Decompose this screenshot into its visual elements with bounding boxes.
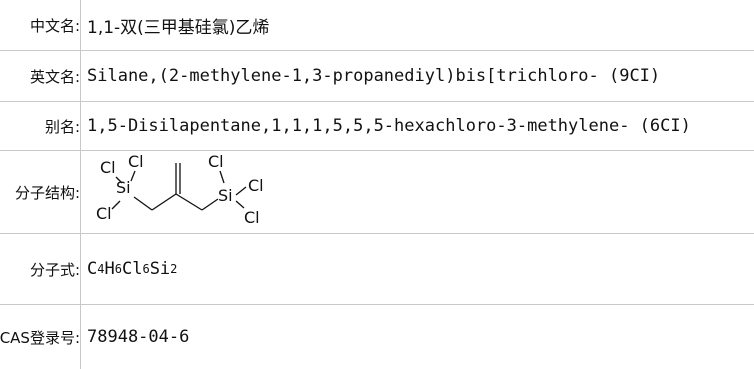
- chinese-name-label: 中文名:: [0, 0, 81, 50]
- structure-atom-cl-5: Cl: [248, 176, 264, 195]
- cas-number-label: CAS登录号:: [0, 305, 81, 369]
- structure-atom-cl-6: Cl: [244, 208, 260, 227]
- structure-atom-cl-2: Cl: [128, 153, 144, 171]
- english-name-label: 英文名:: [0, 51, 81, 101]
- alias-value: 1,5-Disilapentane,1,1,1,5,5,5-hexachloro…: [87, 116, 691, 136]
- chinese-name-value: 1,1-双(三甲基硅氯)乙烯: [87, 17, 270, 38]
- structure-image: Cl Cl Si Cl Cl Si Cl: [96, 153, 264, 227]
- structure-atom-cl-3: Cl: [96, 204, 112, 223]
- structure-atom-si-1: Si: [116, 178, 131, 197]
- structure-atom-cl-1: Cl: [100, 158, 116, 177]
- formula-count: 4: [97, 262, 105, 276]
- structure-atom-cl-4: Cl: [208, 153, 224, 171]
- structure-cell: Cl Cl Si Cl Cl Si Cl: [82, 151, 754, 233]
- formula-count: 2: [170, 262, 178, 276]
- formula-element: H: [104, 259, 115, 279]
- cas-number-value: 78948-04-6: [87, 327, 190, 347]
- row-cas-number: CAS登录号: 78948-04-6: [0, 305, 754, 369]
- row-alias: 别名: 1,5-Disilapentane,1,1,1,5,5,5-hexach…: [0, 102, 754, 151]
- structure-label: 分子结构:: [0, 151, 81, 233]
- row-structure: 分子结构: Cl Cl Si Cl Cl Si: [0, 151, 754, 234]
- formula-element: Cl: [121, 259, 143, 279]
- formula-element: C: [87, 259, 98, 279]
- english-name-value: Silane,(2-methylene-1,3-propanediyl)bis[…: [87, 66, 661, 86]
- structure-atom-si-2: Si: [218, 186, 233, 205]
- row-english-name: 英文名: Silane,(2-methylene-1,3-propanediyl…: [0, 51, 754, 102]
- formula-element: Si: [149, 259, 171, 279]
- formula-label: 分子式:: [0, 234, 81, 304]
- row-chinese-name: 中文名: 1,1-双(三甲基硅氯)乙烯: [0, 0, 754, 51]
- formula-count: 6: [114, 262, 122, 276]
- formula-count: 6: [142, 262, 150, 276]
- alias-label: 别名:: [0, 102, 81, 150]
